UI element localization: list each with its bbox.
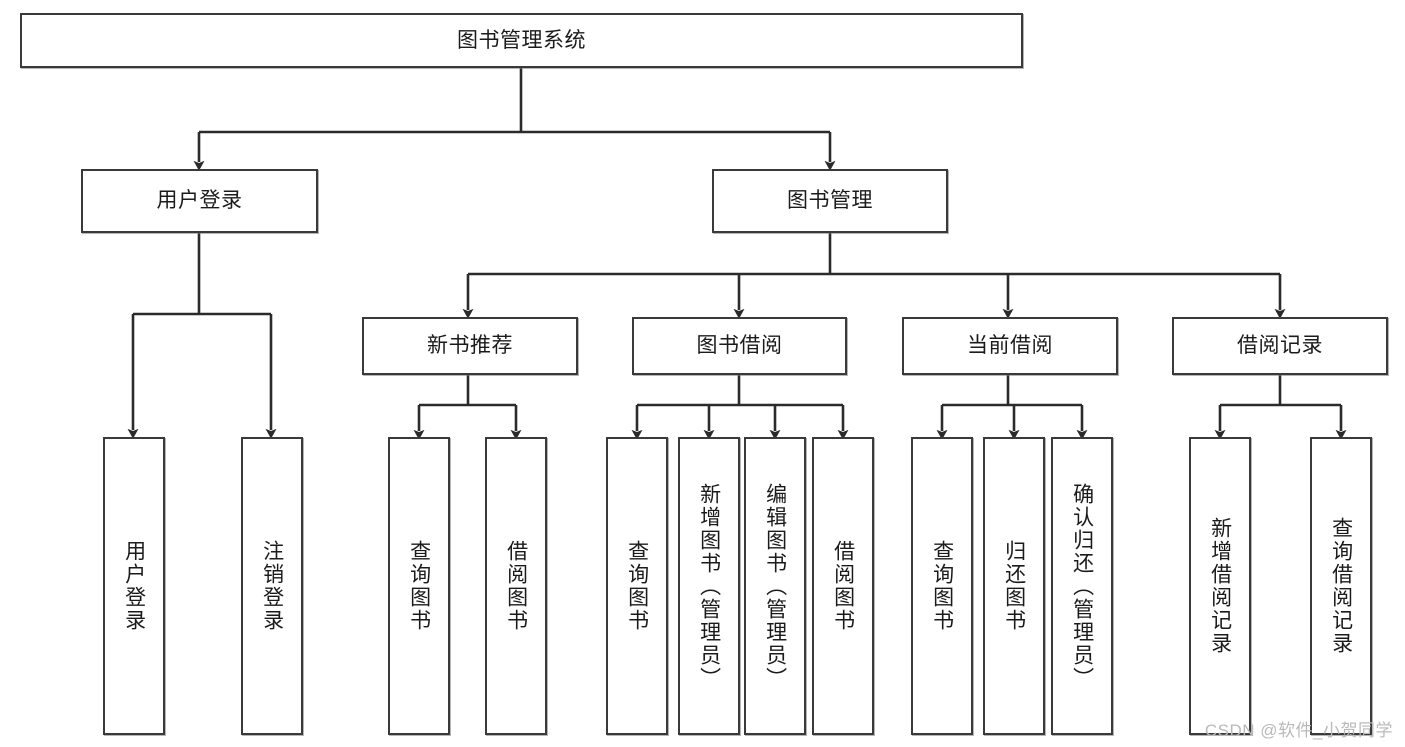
node-leaf-label: 查询图书	[930, 540, 954, 632]
node-root-label: 图书管理系统	[457, 28, 586, 52]
node-leaf[interactable]: 查询图书	[388, 437, 450, 735]
node-book-borrow[interactable]: 图书借阅	[632, 317, 847, 375]
node-user-login-label: 用户登录	[156, 189, 243, 213]
node-leaf[interactable]: 借阅图书	[812, 437, 874, 735]
node-leaf-label: 查询借阅记录	[1329, 517, 1353, 655]
watermark-text: CSDN @软件_小贺同学	[1204, 721, 1393, 740]
node-leaf[interactable]: 编辑图书（管理员）	[744, 437, 806, 735]
node-book-management-label: 图书管理	[787, 189, 873, 213]
node-leaf[interactable]: 归还图书	[983, 437, 1045, 735]
node-leaf-label: 编辑图书（管理员）	[763, 482, 787, 690]
node-leaf[interactable]: 确认归还（管理员）	[1051, 437, 1113, 735]
node-leaf[interactable]: 新增图书（管理员）	[678, 437, 740, 735]
node-leaf-label: 新增借阅记录	[1208, 517, 1232, 655]
node-borrow-records[interactable]: 借阅记录	[1172, 317, 1388, 375]
node-new-book-recommend[interactable]: 新书推荐	[362, 317, 578, 375]
node-leaf[interactable]: 注销登录	[241, 437, 303, 735]
node-borrow-records-label: 借阅记录	[1237, 334, 1323, 358]
node-leaf-label: 注销登录	[260, 540, 284, 632]
node-book-management[interactable]: 图书管理	[712, 169, 948, 233]
node-leaf[interactable]: 查询图书	[606, 437, 668, 735]
node-leaf[interactable]: 查询借阅记录	[1310, 437, 1372, 735]
connector-lines	[127, 68, 1347, 440]
node-current-borrow-label: 当前借阅	[967, 334, 1053, 358]
node-leaf-label: 用户登录	[122, 540, 146, 632]
node-book-borrow-label: 图书借阅	[696, 334, 783, 358]
node-leaf[interactable]: 借阅图书	[485, 437, 547, 735]
node-user-login[interactable]: 用户登录	[81, 169, 318, 233]
node-leaf-label: 归还图书	[1002, 540, 1026, 632]
node-new-book-recommend-label: 新书推荐	[427, 334, 513, 358]
node-leaf-label: 借阅图书	[504, 540, 528, 632]
node-leaf[interactable]: 新增借阅记录	[1189, 437, 1251, 735]
node-current-borrow[interactable]: 当前借阅	[902, 317, 1118, 375]
node-leaf-label: 新增图书（管理员）	[697, 482, 721, 690]
node-leaf-label: 查询图书	[625, 540, 649, 632]
node-root-system[interactable]: 图书管理系统	[20, 13, 1023, 68]
node-leaf-label: 确认归还（管理员）	[1070, 482, 1094, 690]
node-leaf[interactable]: 用户登录	[103, 437, 165, 735]
node-leaf-label: 借阅图书	[831, 540, 855, 632]
node-leaf[interactable]: 查询图书	[911, 437, 973, 735]
node-leaf-label: 查询图书	[407, 540, 431, 632]
